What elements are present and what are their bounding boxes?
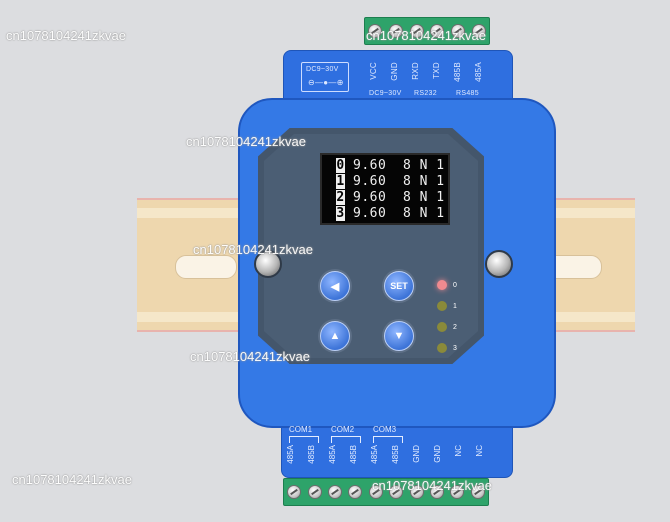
terminal-label-gnd-1: GND — [412, 445, 421, 463]
status-led-0 — [437, 280, 447, 290]
group-label-power: DC9~30V — [369, 90, 402, 97]
com-bracket-2 — [331, 436, 361, 443]
watermark-text: cn1078104241zkvae — [186, 134, 306, 149]
status-led-label-2: 2 — [453, 324, 457, 331]
terminal-label-com3-485a: 485A — [370, 445, 379, 464]
com-bracket-3 — [373, 436, 403, 443]
terminal-screw-icon[interactable] — [368, 24, 383, 38]
display-row-2: 2 9.60 8 N 1 — [336, 190, 445, 205]
display-row-text: 9.60 8 N 1 — [353, 206, 445, 221]
watermark-text: cn1078104241zkvae — [190, 349, 310, 364]
display-row-text: 9.60 8 N 1 — [353, 190, 445, 205]
oled-display: 0 9.60 8 N 1 1 9.60 8 N 1 2 9.60 8 N 1 3 9.6… — [320, 153, 450, 225]
group-label-rs485: RS485 — [456, 90, 479, 97]
terminal-label-com2-485b: 485B — [349, 445, 358, 464]
com-group-label-1: COM1 — [289, 425, 313, 434]
watermark-text: cn1078104241zkvae — [6, 28, 126, 43]
terminal-screw-icon[interactable] — [471, 24, 486, 38]
left-button[interactable]: ◀ — [320, 271, 350, 301]
display-row-0: 0 9.60 8 N 1 — [336, 158, 445, 173]
terminal-screw-icon[interactable] — [429, 485, 444, 499]
power-input-box: DC9~30V ⊖—●—⊕ — [301, 62, 349, 92]
com-group-label-3: COM3 — [373, 425, 397, 434]
terminal-label-rxd: RXD — [411, 62, 420, 80]
watermark-text: cn1078104241zkvae — [12, 472, 132, 487]
terminal-screw-icon[interactable] — [368, 485, 383, 499]
display-row-index: 3 — [336, 206, 345, 221]
terminal-screw-icon[interactable] — [348, 485, 363, 499]
com-group-label-2: COM2 — [331, 425, 355, 434]
terminal-screw-icon[interactable] — [470, 485, 485, 499]
terminal-label-gnd-2: GND — [433, 445, 442, 463]
rail-slot-left — [175, 255, 237, 279]
display-row-index: 2 — [336, 190, 345, 205]
polarity-icon: ⊖—●—⊕ — [308, 78, 344, 87]
status-led-label-1: 1 — [453, 303, 457, 310]
mount-screw-right-icon — [485, 250, 513, 278]
display-row-text: 9.60 8 N 1 — [353, 158, 445, 173]
status-led-3 — [437, 343, 447, 353]
terminal-screw-icon[interactable] — [450, 24, 465, 38]
terminal-label-485a: 485A — [474, 62, 483, 82]
terminal-label-com1-485b: 485B — [307, 445, 316, 464]
power-input-label: DC9~30V — [306, 66, 339, 73]
display-row-1: 1 9.60 8 N 1 — [336, 174, 445, 189]
terminal-label-com1-485a: 485A — [286, 445, 295, 464]
watermark-text: cn1078104241zkvae — [372, 478, 492, 493]
display-row-index: 0 — [336, 158, 345, 173]
display-row-text: 9.60 8 N 1 — [353, 174, 445, 189]
terminal-screw-icon[interactable] — [430, 24, 445, 38]
display-row-index: 1 — [336, 174, 345, 189]
terminal-screw-icon[interactable] — [389, 485, 404, 499]
terminal-screw-icon[interactable] — [287, 485, 302, 499]
terminal-screw-icon[interactable] — [409, 485, 424, 499]
terminal-screw-icon[interactable] — [450, 485, 465, 499]
status-led-label-0: 0 — [453, 282, 457, 289]
housing-bottom-section — [281, 420, 513, 478]
status-led-2 — [437, 322, 447, 332]
terminal-label-txd: TXD — [432, 62, 441, 79]
up-button[interactable]: ▲ — [320, 321, 350, 351]
down-button[interactable]: ▼ — [384, 321, 414, 351]
watermark-text: cn1078104241zkvae — [366, 28, 486, 43]
mount-screw-left-icon — [254, 250, 282, 278]
watermark-text: cn1078104241zkvae — [193, 242, 313, 257]
terminal-screw-icon[interactable] — [409, 24, 424, 38]
terminal-label-com2-485a: 485A — [328, 445, 337, 464]
set-button[interactable]: SET — [384, 271, 414, 301]
group-label-rs232: RS232 — [414, 90, 437, 97]
com-bracket-1 — [289, 436, 319, 443]
terminal-label-nc-2: NC — [475, 445, 484, 457]
terminal-screw-icon[interactable] — [388, 24, 403, 38]
terminal-label-vcc: VCC — [369, 62, 378, 80]
terminal-label-nc-1: NC — [454, 445, 463, 457]
top-terminal-block — [364, 17, 490, 45]
terminal-label-gnd: GND — [390, 62, 399, 81]
terminal-screw-icon[interactable] — [327, 485, 342, 499]
status-led-1 — [437, 301, 447, 311]
terminal-label-com3-485b: 485B — [391, 445, 400, 464]
terminal-label-485b: 485B — [453, 62, 462, 82]
display-row-3: 3 9.60 8 N 1 — [336, 206, 445, 221]
status-led-label-3: 3 — [453, 345, 457, 352]
terminal-screw-icon[interactable] — [307, 485, 322, 499]
bottom-terminal-block — [283, 478, 489, 506]
